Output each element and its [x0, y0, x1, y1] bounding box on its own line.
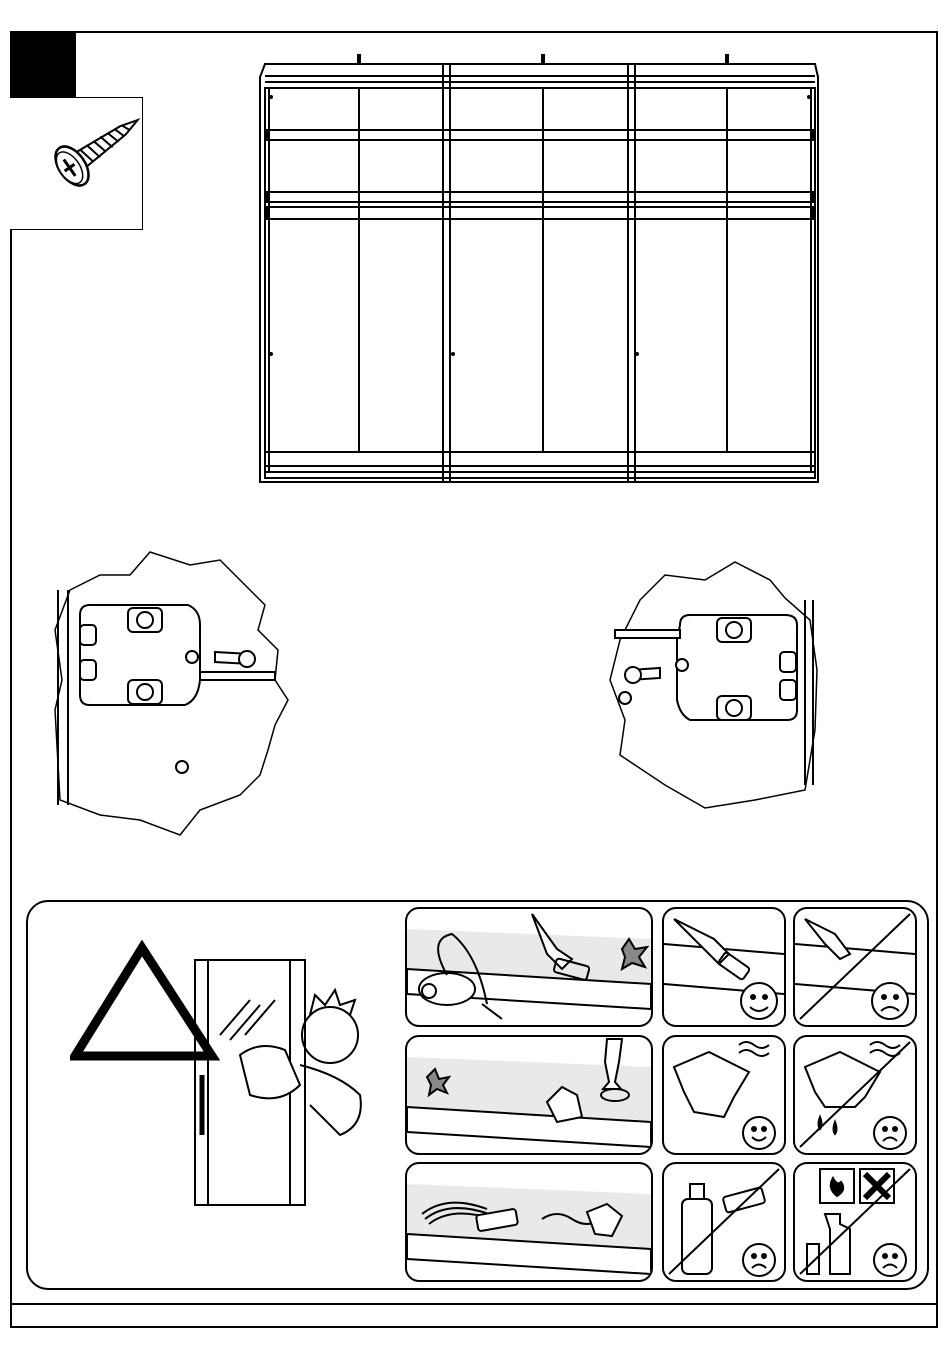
- step-marker: [10, 31, 76, 97]
- squeegee-icon: [407, 1164, 651, 1280]
- damp-cloth-ok: [662, 1035, 786, 1155]
- vacuum-clean-track: [405, 907, 653, 1027]
- abrasive-cleaner-forbidden: [662, 1162, 786, 1282]
- wardrobe-front-view: [255, 52, 825, 487]
- wine-glass-spill-icon: [407, 1037, 651, 1153]
- glass-door-cleaning-illustration: [190, 955, 390, 1210]
- left-anti-jump-stopper-detail: [50, 550, 300, 840]
- chemical-spray-forbidden: [793, 1162, 917, 1282]
- chemical-spray-icon: [795, 1164, 915, 1280]
- hard-tool-icon: [795, 909, 915, 1025]
- wet-cloth-icon: [795, 1037, 915, 1153]
- vacuum-cleaner-icon: [407, 909, 651, 1025]
- soft-brush-ok: [662, 907, 786, 1027]
- screw-icon: [10, 98, 141, 229]
- wipe-with-squeegee: [405, 1162, 653, 1282]
- right-anti-jump-stopper-detail: [605, 560, 830, 810]
- soft-brush-icon: [664, 909, 784, 1025]
- abrasive-cleaner-icon: [664, 1164, 784, 1280]
- damp-cloth-icon: [664, 1037, 784, 1153]
- wet-cloth-forbidden: [793, 1035, 917, 1155]
- hardware-box: [10, 97, 143, 230]
- wipe-spill-under-glass: [405, 1035, 653, 1155]
- hard-tool-forbidden: [793, 907, 917, 1027]
- footer-rule: [10, 1303, 938, 1305]
